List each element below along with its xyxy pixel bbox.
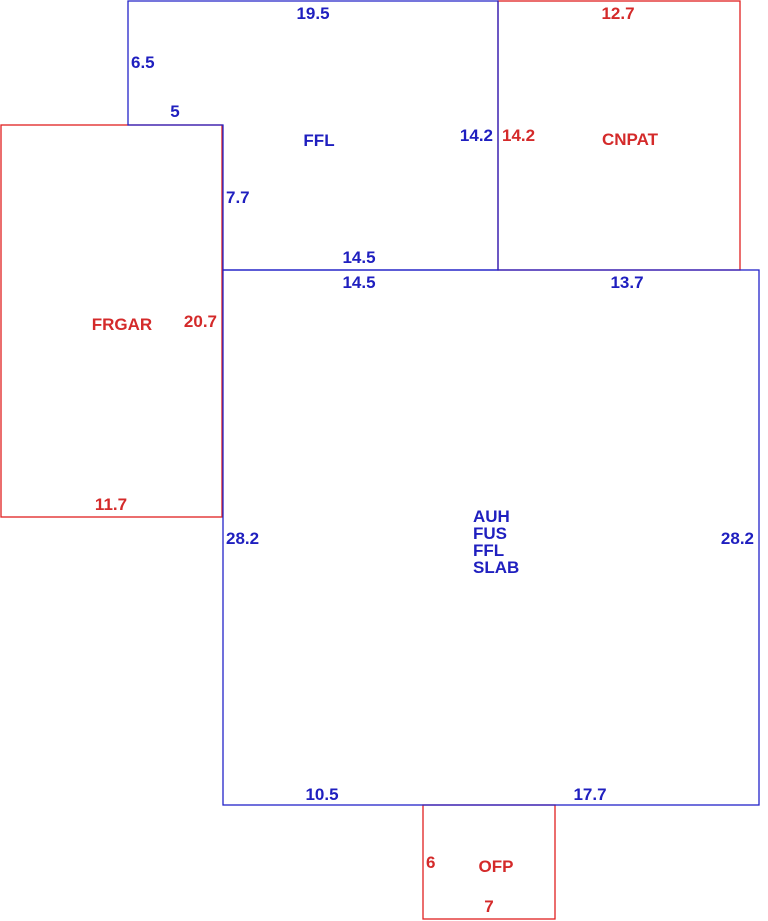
ffl-left-lower-dimension: 7.7 xyxy=(226,188,250,207)
frgar-right-dimension: 20.7 xyxy=(184,312,217,331)
main-top-right-dimension: 13.7 xyxy=(610,273,643,292)
main-right-dimension: 28.2 xyxy=(721,529,754,548)
ffl-top-dimension: 19.5 xyxy=(296,4,329,23)
cnpat-label: CNPAT xyxy=(602,130,659,149)
ofp-left-dimension: 6 xyxy=(426,853,435,872)
ffl-left-upper-dimension: 6.5 xyxy=(131,53,155,72)
frgar-outline xyxy=(0,124,223,518)
main-area-label-auh: AUH xyxy=(473,507,510,526)
ffl-bottom-dimension: 14.5 xyxy=(342,248,375,267)
cnpat-left-dimension: 14.2 xyxy=(502,126,535,145)
frgar-label: FRGAR xyxy=(92,315,152,334)
frgar-bottom-dimension: 11.7 xyxy=(95,495,127,514)
ofp-label: OFP xyxy=(479,857,514,876)
main-area-label-fus: FUS xyxy=(473,524,507,543)
main-top-left-dimension: 14.5 xyxy=(342,273,375,292)
ffl-label: FFL xyxy=(303,131,334,150)
main-bottom-right-dimension: 17.7 xyxy=(573,785,606,804)
main-area-label-ffl: FFL xyxy=(473,541,504,560)
ffl-right-dimension: 14.2 xyxy=(460,126,493,145)
main-bottom-left-dimension: 10.5 xyxy=(305,785,338,804)
main-area-label-slab: SLAB xyxy=(473,558,519,577)
main-area-outline xyxy=(222,269,760,806)
ffl-step-dimension: 5 xyxy=(170,102,179,121)
main-left-dimension: 28.2 xyxy=(226,529,259,548)
ofp-bottom-dimension: 7 xyxy=(484,897,493,916)
cnpat-top-dimension: 12.7 xyxy=(601,4,634,23)
